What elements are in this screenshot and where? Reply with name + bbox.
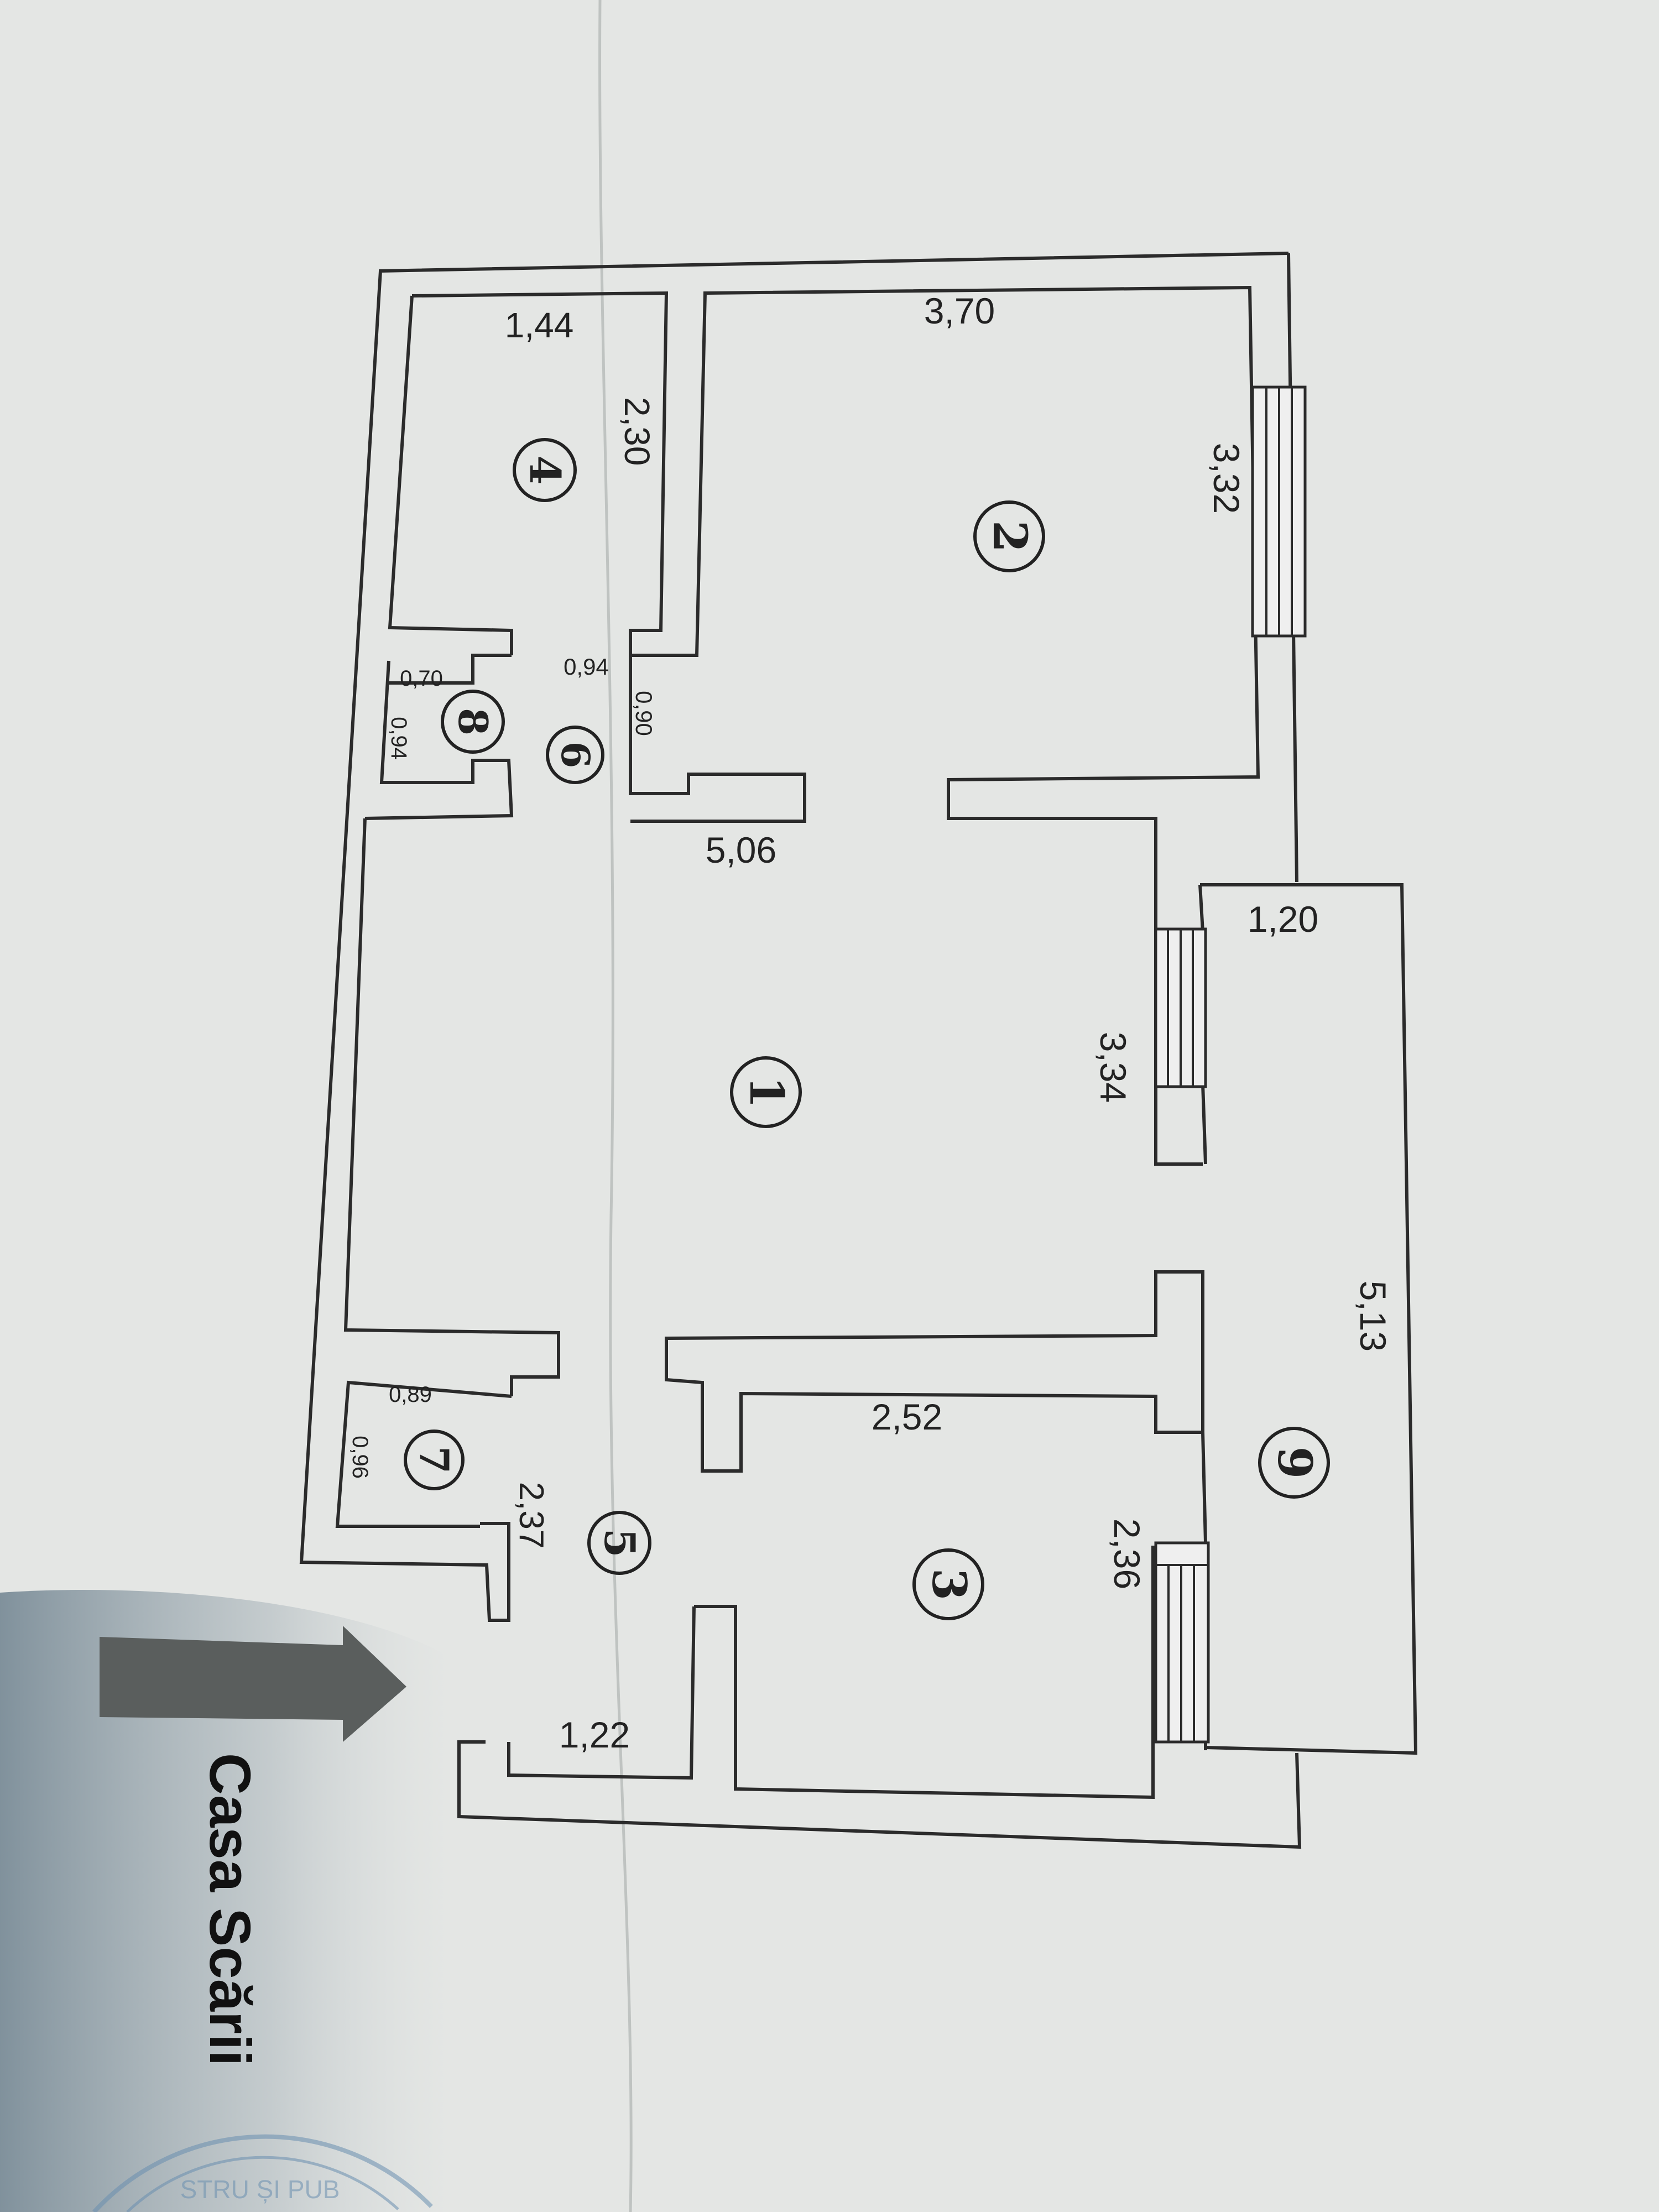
dim-room6-depth: 0,90	[631, 691, 657, 736]
room-number-9: 9	[1258, 1427, 1330, 1499]
dim-room1-depth: 3,34	[1093, 1032, 1134, 1103]
svg-text:2: 2	[983, 520, 1037, 552]
dim-room3-width: 2,52	[872, 1396, 942, 1437]
window-room-3	[1154, 1541, 1210, 1744]
room-number-4: 4	[513, 438, 577, 502]
room-number-1: 1	[730, 1056, 802, 1128]
svg-text:8: 8	[450, 708, 497, 735]
dim-room8-depth: 0,94	[387, 717, 411, 760]
entry-arrow-icon	[100, 1626, 406, 1742]
dim-room4-width: 1,44	[505, 305, 574, 345]
photo-shadow	[0, 1590, 453, 2212]
dim-room1-width: 5,06	[706, 830, 776, 870]
official-stamp: STRU ȘI PUB	[92, 2134, 433, 2212]
svg-text:STRU ȘI PUB: STRU ȘI PUB	[180, 2175, 340, 2204]
dim-room2-width: 3,70	[924, 290, 995, 331]
svg-text:5: 5	[595, 1528, 644, 1558]
dim-room2-depth: 3,32	[1206, 443, 1247, 514]
dim-room8-width: 0,70	[400, 666, 443, 691]
dim-room9-width: 1,20	[1248, 899, 1318, 940]
room-number-2: 2	[973, 500, 1045, 572]
dim-entry-width: 1,22	[559, 1714, 630, 1755]
svg-text:1: 1	[739, 1076, 794, 1108]
room-number-7: 7	[404, 1430, 465, 1490]
dim-room4-depth: 2,30	[617, 397, 657, 466]
window-room-2	[1251, 385, 1307, 638]
svg-text:6: 6	[552, 742, 598, 769]
fold-line	[598, 0, 633, 2212]
room-number-5: 5	[587, 1511, 651, 1575]
room-number-3: 3	[912, 1548, 984, 1620]
svg-text:9: 9	[1267, 1447, 1322, 1479]
dim-room5-depth: 2,37	[512, 1482, 550, 1549]
dim-room7-width: 0,89	[389, 1383, 432, 1407]
dim-room6-width: 0,94	[564, 654, 609, 680]
dim-room7-depth: 0,96	[348, 1436, 372, 1479]
room-number-6: 6	[546, 726, 604, 784]
svg-text:3: 3	[922, 1568, 977, 1600]
dim-room9-depth: 5,13	[1353, 1281, 1394, 1352]
svg-text:7: 7	[411, 1446, 458, 1474]
window-room-1	[1154, 927, 1207, 1088]
dim-room3-depth: 2,36	[1107, 1519, 1147, 1589]
entry-label: Casa Scării	[197, 1753, 262, 2066]
room-number-8: 8	[441, 690, 505, 754]
dimension-labels: 1,44 2,30 3,70 3,32 0,70 0,94 0,94 0,90 …	[348, 290, 1394, 1755]
svg-text:4: 4	[520, 456, 570, 485]
